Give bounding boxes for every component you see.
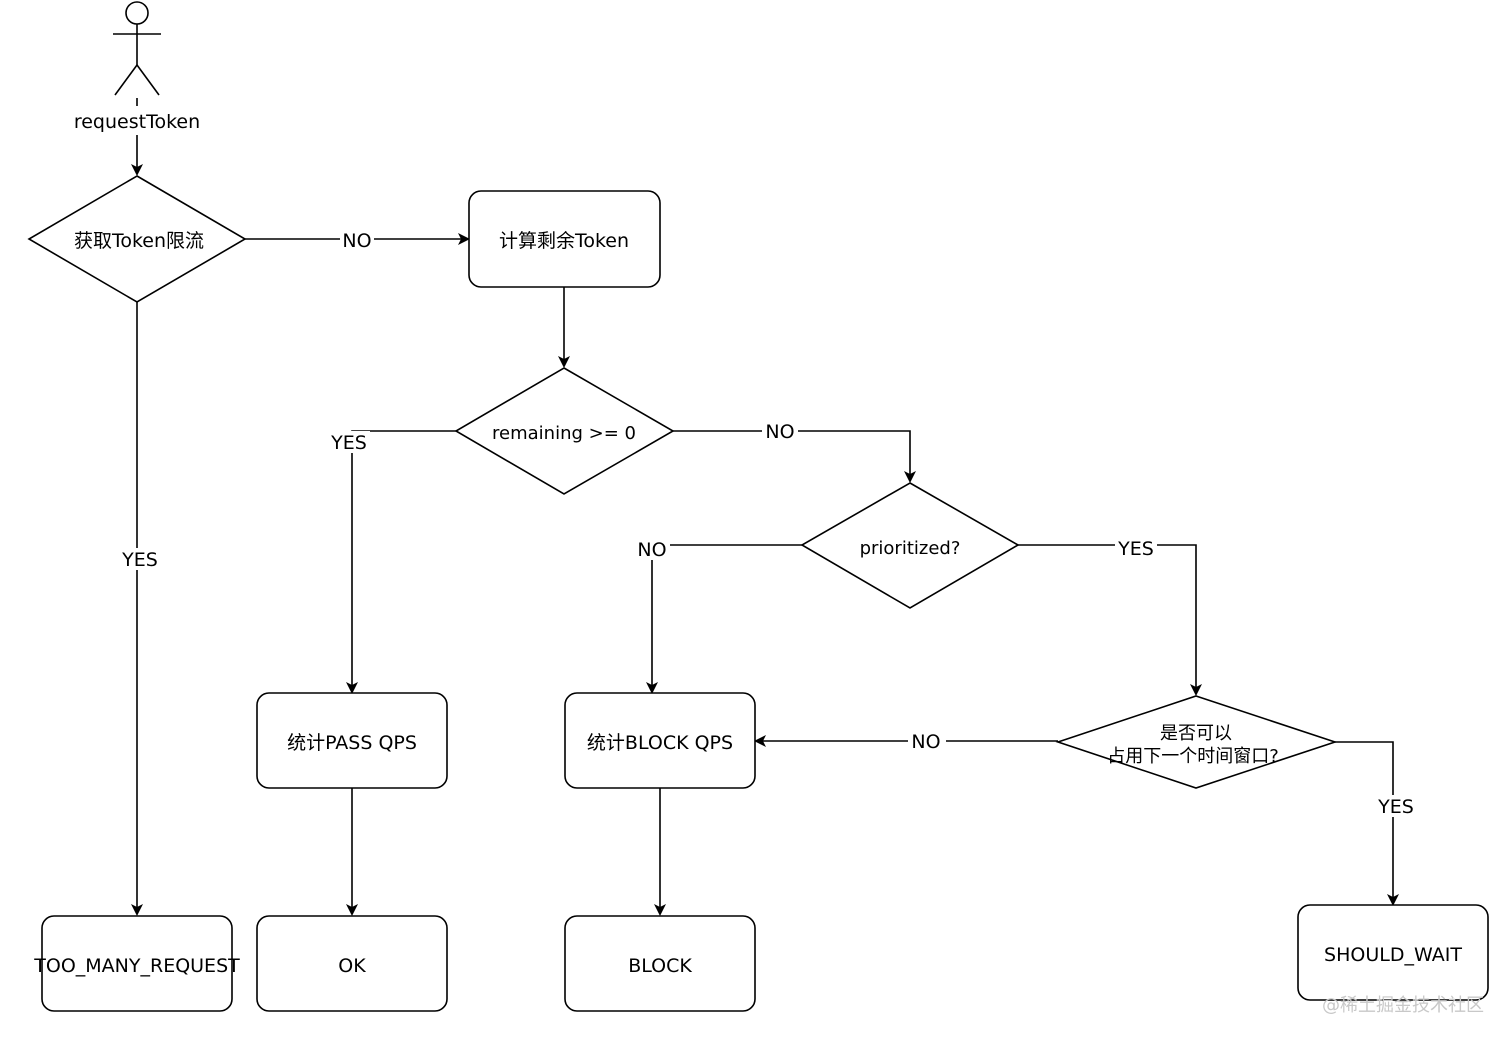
edge-label-window-no: NO — [911, 731, 940, 753]
result-ok — [256, 915, 448, 1012]
actor-head — [125, 1, 149, 25]
edge-label-prioritized-no: NO — [637, 539, 666, 561]
edge-remaining-to-prioritized — [673, 430, 916, 483]
result-should-wait — [1297, 904, 1489, 1001]
decision-remaining — [454, 367, 675, 495]
decision-remaining-label: remaining >= 0 — [492, 423, 636, 444]
edge-label-remaining-yes: YES — [330, 432, 367, 454]
decision-next-window — [1055, 695, 1338, 789]
decision-next-window-line2: 占用下一个时间窗口? — [1107, 746, 1279, 767]
edge-label-prioritized-yes: YES — [1117, 538, 1154, 560]
edge-label-acquire-yes: YES — [121, 549, 158, 571]
process-compute-remaining — [468, 190, 661, 288]
decision-prioritized — [800, 482, 1020, 609]
process-pass-qps — [256, 692, 448, 789]
edge-prioritized-to-window — [1018, 544, 1202, 696]
edge-prioritized-to-block-qps — [646, 544, 802, 694]
watermark: @稀土掘金技术社区 — [1322, 995, 1484, 1016]
decision-acquire-token-label: 获取Token限流 — [74, 230, 204, 252]
edge-remaining-to-pass-qps — [346, 430, 456, 694]
result-too-many-request-label: TOO_MANY_REQUEST — [33, 955, 240, 977]
decision-next-window-line1: 是否可以 — [1160, 723, 1232, 744]
result-should-wait-label: SHOULD_WAIT — [1324, 944, 1462, 966]
edge-label-window-yes: YES — [1377, 796, 1414, 818]
result-block — [564, 915, 756, 1012]
result-block-label: BLOCK — [628, 955, 692, 977]
result-ok-label: OK — [338, 955, 366, 977]
decision-acquire-token — [27, 175, 247, 303]
actor-right-leg — [136, 64, 160, 96]
process-block-qps-label: 统计BLOCK QPS — [587, 732, 733, 754]
actor-request-token — [113, 1, 161, 106]
actor-label: requestToken — [74, 111, 200, 133]
decision-prioritized-label: prioritized? — [860, 538, 961, 559]
edge-label-acquire-no: NO — [342, 230, 371, 252]
process-block-qps — [564, 692, 756, 789]
result-too-many-request — [41, 915, 233, 1012]
edge-label-remaining-no: NO — [765, 421, 794, 443]
actor-left-leg — [114, 64, 138, 96]
process-pass-qps-label: 统计PASS QPS — [287, 732, 417, 754]
process-compute-remaining-label: 计算剩余Token — [499, 230, 629, 252]
edge-window-to-should-wait — [1335, 741, 1399, 906]
